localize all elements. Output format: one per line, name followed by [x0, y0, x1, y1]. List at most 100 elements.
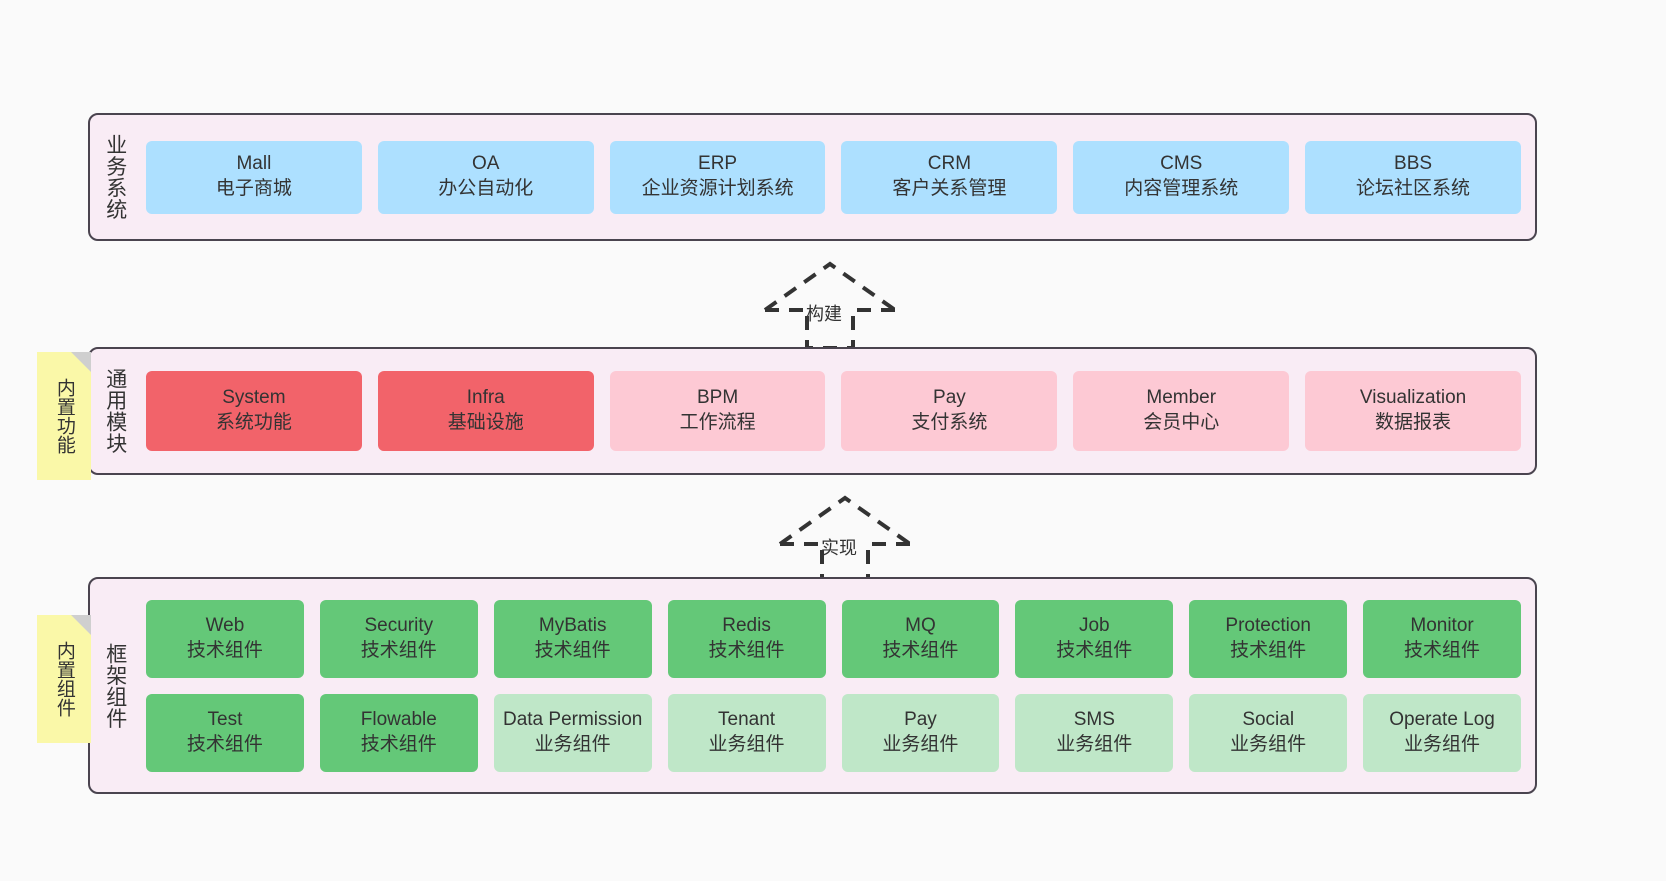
- module-box-title: Member: [1146, 387, 1217, 409]
- layer-body-common-module: System 系统功能 Infra 基础设施 BPM 工作流程 Pay 支付系统…: [140, 349, 1535, 473]
- module-box-title: SMS: [1073, 708, 1115, 730]
- arrow-implement-label: 实现: [821, 538, 857, 558]
- note-builtin-component: 内置组件: [37, 615, 91, 743]
- module-box-subtitle: 技术组件: [708, 639, 785, 661]
- module-box-subtitle: 企业资源计划系统: [641, 178, 794, 199]
- module-box-title: Pay: [933, 387, 966, 409]
- module-box-mall[interactable]: Mall 电子商城: [146, 140, 362, 214]
- module-box-subtitle: 基础设施: [447, 412, 524, 433]
- module-box-title: MyBatis: [538, 614, 607, 636]
- layer-framework-component: 框架组件 Web 技术组件 Security 技术组件 MyBatis 技术组件…: [88, 577, 1537, 794]
- module-box-subtitle: 业务组件: [534, 733, 611, 755]
- module-row: Mall 电子商城 OA 办公自动化 ERP 企业资源计划系统 CRM 客户关系…: [146, 140, 1521, 214]
- module-row: Test 技术组件 Flowable 技术组件 Data Permission …: [146, 693, 1521, 772]
- module-box-subtitle: 论坛社区系统: [1356, 178, 1471, 199]
- module-box-title: Operate Log: [1389, 708, 1495, 730]
- module-box-subtitle: 办公自动化: [438, 178, 534, 199]
- module-box-subtitle: 业务组件: [708, 733, 785, 755]
- module-box-pay-component[interactable]: Pay 业务组件: [841, 693, 1000, 772]
- module-box-flowable[interactable]: Flowable 技术组件: [319, 693, 478, 772]
- module-box-subtitle: 工作流程: [679, 412, 756, 433]
- module-box-visualization[interactable]: Visualization 数据报表: [1305, 371, 1521, 451]
- module-box-pay[interactable]: Pay 支付系统: [841, 371, 1058, 451]
- module-box-subtitle: 业务组件: [1404, 733, 1481, 755]
- module-box-protection[interactable]: Protection 技术组件: [1189, 599, 1348, 678]
- module-box-subtitle: 技术组件: [1404, 639, 1481, 661]
- module-box-web[interactable]: Web 技术组件: [146, 599, 304, 678]
- module-box-subtitle: 技术组件: [186, 733, 263, 755]
- module-row: System 系统功能 Infra 基础设施 BPM 工作流程 Pay 支付系统…: [146, 371, 1521, 451]
- module-box-subtitle: 技术组件: [186, 639, 263, 661]
- module-box-infra[interactable]: Infra 基础设施: [377, 371, 594, 451]
- module-box-sms[interactable]: SMS 业务组件: [1015, 693, 1174, 772]
- module-box-title: Test: [207, 708, 243, 730]
- module-box-bbs[interactable]: BBS 论坛社区系统: [1305, 140, 1521, 214]
- module-box-subtitle: 支付系统: [911, 412, 988, 433]
- module-box-title: MQ: [905, 614, 936, 636]
- module-row: Web 技术组件 Security 技术组件 MyBatis 技术组件 Redi…: [146, 599, 1521, 678]
- module-box-job[interactable]: Job 技术组件: [1015, 599, 1174, 678]
- module-box-subtitle: 技术组件: [1230, 639, 1307, 661]
- module-box-data-permission[interactable]: Data Permission 业务组件: [493, 693, 652, 772]
- module-box-title: OA: [472, 153, 500, 175]
- layer-business-system: 业务系统 Mall 电子商城 OA 办公自动化 ERP 企业资源计划系统 CRM…: [88, 113, 1537, 241]
- module-box-bpm[interactable]: BPM 工作流程: [609, 371, 826, 451]
- module-box-monitor[interactable]: Monitor 技术组件: [1363, 599, 1521, 678]
- module-box-title: Monitor: [1410, 614, 1474, 636]
- module-box-tenant[interactable]: Tenant 业务组件: [667, 693, 826, 772]
- module-box-title: Mall: [236, 153, 272, 175]
- module-box-title: Flowable: [360, 708, 437, 730]
- module-box-subtitle: 技术组件: [882, 639, 959, 661]
- note-builtin-function-label: 内置功能: [53, 378, 75, 454]
- layer-common-module: 通用模块 System 系统功能 Infra 基础设施 BPM 工作流程 Pay…: [88, 347, 1537, 475]
- module-box-subtitle: 技术组件: [1056, 639, 1133, 661]
- note-fold-corner-icon: [71, 352, 91, 372]
- module-box-title: Data Permission: [502, 708, 643, 730]
- layer-title-business-system: 业务系统: [103, 134, 127, 220]
- module-box-subtitle: 系统功能: [215, 412, 292, 433]
- module-box-system[interactable]: System 系统功能: [146, 371, 362, 451]
- arrow-build-label: 构建: [806, 304, 842, 324]
- module-box-member[interactable]: Member 会员中心: [1073, 371, 1290, 451]
- module-box-cms[interactable]: CMS 内容管理系统: [1073, 140, 1290, 214]
- module-box-subtitle: 技术组件: [360, 639, 437, 661]
- arrow-implement: 实现: [775, 492, 915, 584]
- module-box-subtitle: 会员中心: [1143, 412, 1220, 433]
- module-box-title: Tenant: [718, 708, 776, 730]
- module-box-title: Visualization: [1359, 387, 1467, 409]
- layer-title-common-module: 通用模块: [103, 368, 127, 454]
- module-box-title: Protection: [1225, 614, 1311, 636]
- module-box-oa[interactable]: OA 办公自动化: [377, 140, 594, 214]
- module-box-title: BPM: [696, 387, 739, 409]
- module-box-title: BBS: [1394, 153, 1433, 175]
- module-box-erp[interactable]: ERP 企业资源计划系统: [609, 140, 826, 214]
- layer-body-framework-component: Web 技术组件 Security 技术组件 MyBatis 技术组件 Redi…: [140, 579, 1535, 792]
- module-box-operate-log[interactable]: Operate Log 业务组件: [1363, 693, 1521, 772]
- module-box-subtitle: 技术组件: [534, 639, 611, 661]
- module-box-redis[interactable]: Redis 技术组件: [667, 599, 826, 678]
- module-box-security[interactable]: Security 技术组件: [319, 599, 478, 678]
- module-box-mq[interactable]: MQ 技术组件: [841, 599, 1000, 678]
- module-box-subtitle: 电子商城: [215, 178, 292, 199]
- module-box-title: ERP: [698, 153, 738, 175]
- module-box-test[interactable]: Test 技术组件: [146, 693, 304, 772]
- module-box-mybatis[interactable]: MyBatis 技术组件: [493, 599, 652, 678]
- module-box-subtitle: 内容管理系统: [1124, 178, 1239, 199]
- module-box-title: Social: [1242, 708, 1295, 730]
- module-box-subtitle: 业务组件: [1056, 733, 1133, 755]
- module-box-subtitle: 业务组件: [1230, 733, 1307, 755]
- module-box-social[interactable]: Social 业务组件: [1189, 693, 1348, 772]
- note-builtin-component-label: 内置组件: [53, 641, 75, 717]
- module-box-crm[interactable]: CRM 客户关系管理: [841, 140, 1058, 214]
- module-box-subtitle: 客户关系管理: [892, 178, 1007, 199]
- module-box-subtitle: 业务组件: [882, 733, 959, 755]
- module-box-title: CRM: [927, 153, 972, 175]
- module-box-title: Infra: [466, 387, 505, 409]
- module-box-title: System: [222, 387, 286, 409]
- arrow-build: 构建: [760, 258, 900, 350]
- layer-title-framework-component: 框架组件: [103, 642, 127, 729]
- module-box-title: Redis: [722, 614, 771, 636]
- module-box-title: Web: [205, 614, 245, 636]
- module-box-title: Security: [364, 614, 434, 636]
- module-box-title: Pay: [904, 708, 937, 730]
